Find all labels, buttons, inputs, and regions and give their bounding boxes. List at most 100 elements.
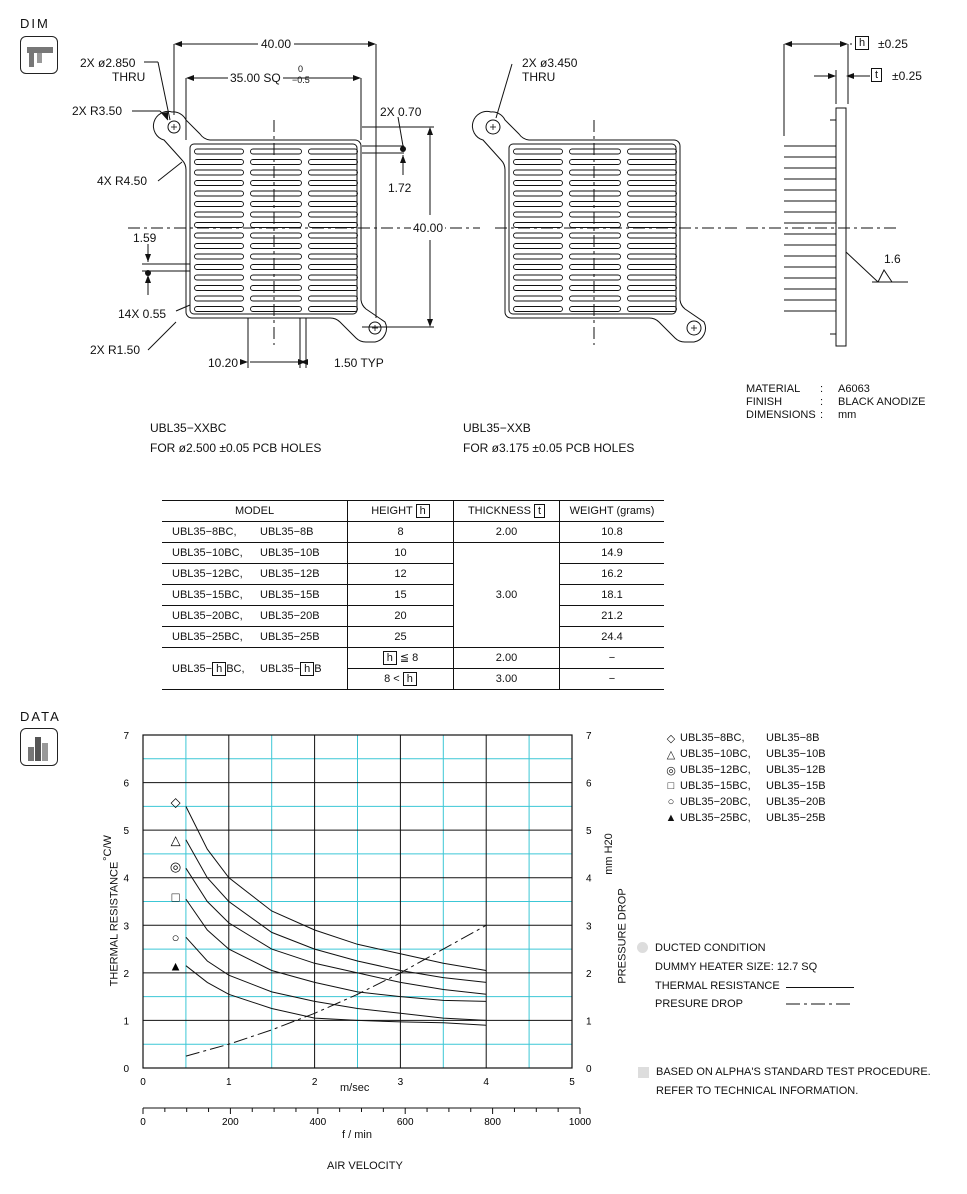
header-weight: WEIGHT (grams) — [559, 500, 664, 522]
x-tick-label: 4 — [483, 1077, 489, 1088]
radius-150-label: 2X R1.50 — [90, 343, 141, 357]
y-tick-label: 7 — [123, 731, 129, 742]
dim-40-side: 40.00 — [411, 221, 446, 235]
model-cell: UBL35−12BC,UBL35−12B — [162, 563, 348, 585]
variant-right-desc: FOR ø3.175 ±0.05 PCB HOLES — [463, 441, 635, 455]
series-marker: ◇ — [171, 795, 181, 810]
x-tick-label: 5 — [569, 1077, 575, 1088]
thickness-box: t — [871, 67, 883, 82]
solid-line-key-icon — [786, 987, 854, 988]
y2-tick-label: 6 — [586, 779, 592, 790]
weight-cell: 18.1 — [559, 584, 664, 606]
x2-tick-label: 400 — [309, 1117, 326, 1128]
height-condition-cell: h ≦ 8 — [347, 647, 454, 669]
y-tick-label: 4 — [123, 874, 129, 885]
dim-1020: 10.20 — [208, 356, 239, 370]
dimensions-key: DIMENSIONS — [746, 409, 816, 421]
chart-legend: ◇UBL35−8BC,UBL35−8B △UBL35−10BC,UBL35−10… — [662, 730, 826, 826]
surface-finish-value: 1.6 — [884, 252, 901, 266]
pressure-drop-line — [185, 924, 487, 1057]
thickness-cell: 2.00 — [453, 521, 560, 543]
model-cell: UBL35−15BC,UBL35−15B — [162, 584, 348, 606]
model-table: MODEL HEIGHT h THICKNESS t WEIGHT (grams… — [162, 500, 664, 690]
circle-marker-icon: ○ — [667, 796, 675, 808]
colon: : — [820, 409, 824, 421]
table-row: UBL35−10BC,UBL35−10B 10 3.00 14.9 — [162, 542, 664, 648]
y-axis-unit: °C/W — [101, 835, 114, 861]
data-section-label: DATA — [20, 709, 61, 724]
dash-dot-line-key-icon — [786, 1003, 854, 1005]
dummy-heater-note: DUMMY HEATER SIZE: 12.7 SQ — [655, 961, 818, 973]
model-cell: UBL35−25BC,UBL35−25B — [162, 626, 348, 648]
table-row: UBL35−20BC,UBL35−20B 20 21.2 — [162, 605, 664, 627]
series-marker: ○ — [172, 930, 180, 945]
thermal-resistance-line — [185, 936, 487, 1021]
x2-tick-label: 1000 — [569, 1117, 592, 1128]
y2-tick-label: 4 — [586, 874, 592, 885]
legend-item: ▲UBL35−25BC,UBL35−25B — [662, 810, 826, 826]
x-tick-label: 2 — [312, 1077, 318, 1088]
thermal-resistance-line — [185, 898, 487, 1002]
legend-item: ◎UBL35−12BC,UBL35−12B — [662, 762, 825, 778]
square-bullet-icon — [638, 1067, 649, 1078]
series-marker: ▲ — [169, 959, 182, 974]
weight-cell: 14.9 — [559, 542, 664, 564]
dimension-drawing — [128, 41, 908, 368]
header-model: MODEL — [162, 500, 348, 522]
radius-350-label: 2X R3.50 — [72, 104, 123, 118]
dim-tol-upper: 0 — [298, 64, 304, 74]
hole-left-label: 2X ø2.850 — [80, 56, 136, 70]
header-height: HEIGHT h — [347, 500, 454, 522]
dim-150-typ: 1.50 TYP — [334, 356, 384, 370]
x2-tick-label: 600 — [397, 1117, 414, 1128]
thermal-resistance-line — [185, 867, 487, 995]
dim-section-label: DIM — [20, 16, 50, 31]
x-tick-label: 3 — [398, 1077, 404, 1088]
thermal-resistance-line — [185, 839, 487, 983]
y2-axis-unit: mm H20 — [602, 833, 615, 875]
x-tick-label: 0 — [140, 1077, 146, 1088]
ducted-condition-note: DUCTED CONDITION — [655, 942, 766, 954]
radius-450-label: 4X R4.50 — [97, 174, 148, 188]
dim-172: 1.72 — [388, 181, 412, 195]
x2-tick-label: 200 — [222, 1117, 239, 1128]
spec-block: MATERIAL:A6063 FINISH:BLACK ANODIZE DIME… — [746, 383, 925, 422]
legend-item: ◇UBL35−8BC,UBL35−8B — [662, 730, 826, 746]
dim-40-top: 40.00 — [258, 37, 295, 51]
weight-cell: − — [559, 647, 664, 669]
header-thickness: THICKNESS t — [453, 500, 560, 522]
thickness-cell: 3.00 — [453, 668, 560, 690]
bar-chart-icon — [20, 728, 58, 766]
height-cell: 8 — [347, 521, 454, 543]
model-cell: UBL35−8BC,UBL35−8B — [162, 521, 348, 543]
square-marker-icon: □ — [667, 780, 675, 792]
height-cell: 12 — [347, 563, 454, 585]
y2-axis-title: PRESSURE DROP — [616, 888, 629, 984]
table-row: UBL35−12BC,UBL35−12B 12 16.2 — [162, 563, 664, 585]
weight-cell: 24.4 — [559, 626, 664, 648]
series-marker: ◎ — [170, 859, 181, 874]
hole-right-thru: THRU — [522, 70, 556, 84]
y-tick-label: 2 — [123, 969, 129, 980]
thickness-group-cell: 3.00 — [453, 542, 560, 648]
thermal-resistance-line — [185, 965, 487, 1026]
air-velocity-label: AIR VELOCITY — [327, 1160, 403, 1172]
thermal-resistance-key: THERMAL RESISTANCE — [655, 980, 780, 992]
table-row: 8 < h 3.00 − — [162, 668, 664, 690]
y-axis-title: THERMAL RESISTANCE — [108, 861, 121, 987]
hole-right-label: 2X ø3.450 — [522, 56, 578, 70]
thermal-resistance-line — [185, 806, 487, 971]
thickness-cell: 2.00 — [453, 647, 560, 669]
bold-circle-marker-icon: ◎ — [666, 764, 676, 777]
bullet-icon — [637, 942, 648, 953]
y2-tick-label: 3 — [586, 921, 592, 932]
x-tick-label: 1 — [226, 1077, 232, 1088]
y2-tick-label: 1 — [586, 1016, 592, 1027]
legend-item: □UBL35−15BC,UBL35−15B — [662, 778, 826, 794]
y-tick-label: 1 — [123, 1016, 129, 1027]
legend-item: △UBL35−10BC,UBL35−10B — [662, 746, 826, 762]
model-cell: UBL35−10BC,UBL35−10B — [162, 542, 348, 564]
finish-key: FINISH — [746, 396, 783, 408]
